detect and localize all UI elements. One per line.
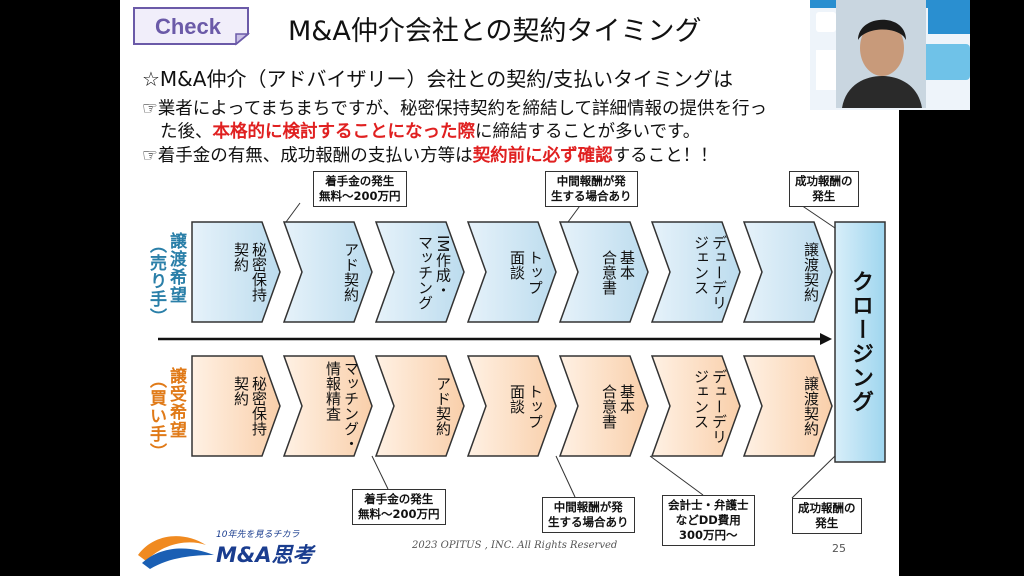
- seller-step-4: トップ 面談: [508, 249, 544, 295]
- seller-chevron-1: [191, 221, 281, 323]
- text-segment: た後、: [160, 122, 213, 142]
- slide-title: M&A仲介会社との契約タイミング: [288, 16, 702, 47]
- check-badge: Check: [133, 7, 250, 46]
- seller-chevron-2: [282, 221, 373, 323]
- buyer-label: 譲受希望: [166, 367, 186, 439]
- closing-label: クロージング: [848, 270, 873, 414]
- buyer-sublabel: （買い手）: [146, 371, 166, 461]
- closing-box: [834, 221, 886, 463]
- callout-seller-success-fee: 成功報酬の 発生: [789, 171, 859, 207]
- buyer-chevron-3: [374, 355, 465, 457]
- buyer-step-3: アド契約: [434, 376, 452, 436]
- text-segment: に締結することが多いです。: [475, 122, 701, 142]
- banner-badge: [928, 8, 970, 34]
- seller-chevron-3: [374, 221, 465, 323]
- callout-seller-interim-fee: 中間報酬が発 生する場合あり: [545, 171, 638, 207]
- text-segment: ☞着手金の有無、成功報酬の支払い方等は: [142, 146, 473, 166]
- badge-label: Check: [155, 14, 222, 39]
- banner-logo-icon: [816, 12, 836, 32]
- seller-step-2: アド契約: [342, 242, 360, 302]
- buyer-chevron-7: [742, 355, 833, 457]
- seller-chevron-7: [742, 221, 833, 323]
- callout-buyer-interim-fee: 中間報酬が発 生する場合あり: [542, 497, 635, 533]
- buyer-step-2: マッチング・ 情報精査: [324, 361, 360, 451]
- flow-diagram: [158, 202, 886, 499]
- seller-step-3: IM作成・ マッチング: [416, 234, 452, 310]
- buyer-chevron-4: [466, 355, 557, 457]
- buyer-chevron-5: [558, 355, 649, 457]
- timeline-arrowhead: [820, 333, 832, 345]
- copyright-text: 2023 OPITUS , INC. All Rights Reserved: [412, 540, 618, 551]
- seller-chevron-6: [650, 221, 741, 323]
- buyer-step-4: トップ 面談: [508, 383, 544, 429]
- highlight-text: 本格的に検討することになった際: [212, 122, 476, 142]
- buyer-chevron-2: [282, 355, 373, 457]
- seller-chevron-4: [466, 221, 557, 323]
- buyer-step-5: 基本 合意書: [600, 383, 636, 429]
- seller-step-1: 秘密保持 契約: [232, 242, 268, 302]
- buyer-chevron-1: [191, 355, 281, 457]
- bullet-line-3: ☞着手金の有無、成功報酬の支払い方等は契約前に必ず確認すること！！: [142, 142, 718, 167]
- buyer-chevron-6: [650, 355, 741, 457]
- logo-name: M&A思考: [216, 543, 314, 567]
- seller-sublabel: （売り手）: [146, 236, 166, 326]
- callout-buyer-dd-cost: 会計士・弁護士 などDD費用 300万円～: [662, 495, 755, 546]
- seller-chevron-5: [558, 221, 649, 323]
- closing-step: クロージング: [835, 222, 885, 462]
- buyer-step-7: 譲渡契約: [802, 376, 820, 436]
- seller-label: 譲渡希望: [166, 232, 186, 304]
- seller-step-7: 譲渡契約: [802, 242, 820, 302]
- buyer-step-1: 秘密保持 契約: [232, 376, 268, 436]
- mna-watermark-icon: [922, 44, 970, 80]
- presenter-camera: [836, 0, 926, 108]
- page-number: 25: [832, 542, 846, 555]
- bullet-line-2: た後、本格的に検討することになった際に締結することが多いです。: [160, 118, 700, 143]
- bullet-line-1: ☞業者によってまちまちですが、秘密保持契約を締結して詳細情報の提供を行っ: [142, 99, 768, 119]
- callout-seller-retainer: 着手金の発生 無料～200万円: [313, 171, 407, 207]
- mna-shikou-logo-icon: [138, 536, 214, 569]
- seller-step-5: 基本 合意書: [600, 249, 636, 295]
- slide: Check M&A仲介会社との契約タイミング ☆M&A仲介（アドバイザリー）会社…: [120, 0, 899, 576]
- highlight-text: 契約前に必ず確認: [472, 146, 613, 166]
- intro-line: ☆M&A仲介（アドバイザリー）会社との契約/支払いタイミングは: [142, 67, 734, 91]
- buyer-step-6: デューデリ ジェンス: [692, 368, 728, 444]
- text-segment: すること！！: [612, 146, 718, 166]
- seller-step-6: デューデリ ジェンス: [692, 234, 728, 310]
- callout-buyer-retainer: 着手金の発生 無料～200万円: [352, 489, 446, 525]
- callout-buyer-success-fee: 成功報酬の 発生: [792, 498, 862, 534]
- logo-tagline: 10年先を見るチカラ: [216, 530, 300, 540]
